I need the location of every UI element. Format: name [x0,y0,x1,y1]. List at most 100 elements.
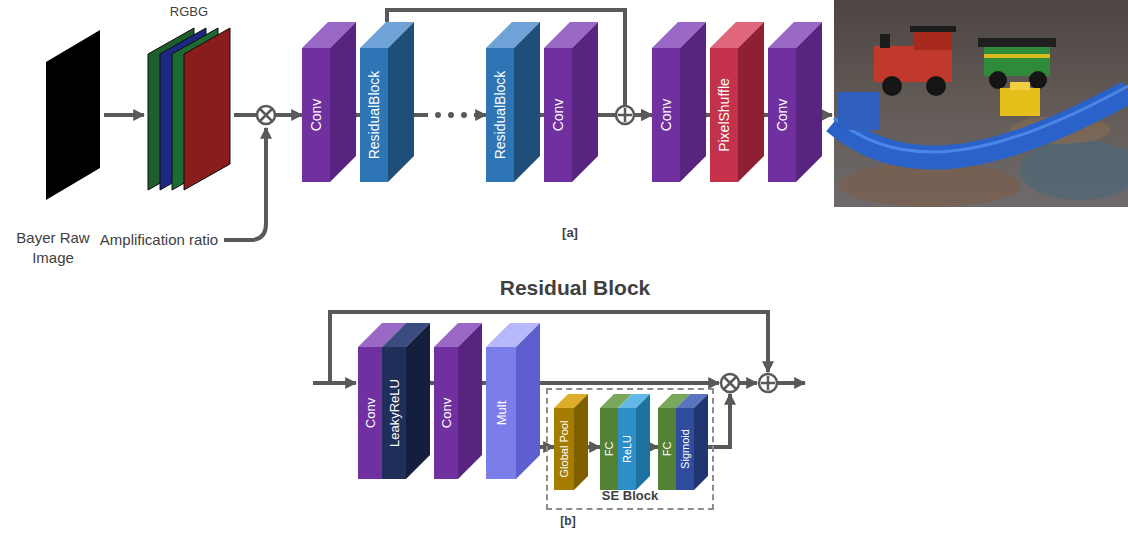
add-cross [618,108,632,122]
block-face: ReLU [618,408,636,490]
block-face: Global Pool [554,408,574,490]
ellipsis-dot [435,112,441,118]
rgbg-planes: RGBG [144,4,234,200]
multiply-circle [721,374,739,392]
wheel [926,76,946,96]
channel-plane [184,28,230,190]
multiply-cross [260,109,272,121]
track-piece [838,92,880,130]
add-circle [616,106,634,124]
output-image [834,0,1128,207]
layer-block: Mult [486,323,540,479]
wheel [1029,71,1047,89]
layer-block: Conv [652,22,706,182]
layer-block: FC ReLU [600,394,650,490]
block-label: Conv [551,99,565,132]
node-label: Bayer Raw Image [2,228,104,267]
diagram-label: Residual Block [430,274,720,301]
layer-block: PixelShuffle [710,22,764,182]
raw-image-shape [2,28,104,204]
add-symbol [616,106,634,124]
block-knob [1010,82,1030,90]
block-label: ReLU [622,435,633,463]
connector-arrow [104,113,144,117]
block-side [636,394,650,490]
block-side [516,323,540,479]
diagram-label: [b] [550,514,586,530]
block-label: FC [604,442,615,457]
block-label: Conv [775,99,789,132]
block-label: Conv [309,99,323,132]
wheel [882,76,902,96]
track-rail [834,86,1128,152]
layer-block: Global Pool [554,394,588,490]
diagram-label: [a] [552,225,588,242]
input-wire [313,381,356,385]
block-face: LeakyReLU [382,347,406,479]
toy-track [834,92,1128,158]
block-face: FC [658,408,676,490]
block-side [406,323,430,479]
block-face: Conv [544,48,572,182]
block-label: Conv [364,398,377,428]
block-label: Conv [659,99,673,132]
block-label: FC [662,442,673,457]
layer-block: ResidualBlock [360,22,414,182]
output-arrow [822,113,832,117]
rgbg-shape [144,4,234,200]
product-wire [739,381,757,385]
multiply-symbol [257,106,275,124]
block-side [796,22,822,182]
block-label: Conv [440,398,453,428]
multiply-cross [724,377,736,389]
block-face: Sigmoid [676,408,694,490]
ellipsis-ground [428,106,474,124]
multiply-circle [257,106,275,124]
layer-block: Conv [768,22,822,182]
layer-block: Conv [302,22,356,182]
layer-block: Conv [434,323,482,479]
wheel [989,71,1007,89]
block-face: ResidualBlock [486,48,514,182]
add-cross [761,376,775,390]
block-label: Sigmoid [680,429,691,469]
layer-block: ResidualBlock [486,22,540,182]
engine-roof [910,26,956,32]
ellipsis-dot [448,112,454,118]
block-side [574,394,588,490]
diagram-label: Amplification ratio [98,230,220,250]
block-side [680,22,706,182]
output-wire [777,381,805,385]
connector-arrow [588,445,600,449]
engine-chimney [880,34,890,48]
map-patch [1020,140,1128,200]
car-stripe [984,54,1050,58]
block-label: ResidualBlock [493,71,507,160]
scale-wire [706,394,730,447]
block-face: Conv [768,48,796,182]
connector-arrow [650,445,658,449]
raw-image-plane [46,30,100,200]
block-side [572,22,598,182]
block-face: Conv [652,48,680,182]
layer-block: Conv [544,22,598,182]
block-label: ResidualBlock [367,71,381,160]
se-block-group: SE BlockGlobal Pool FC ReLU FC Sigmoid [546,388,714,510]
node-label: SE Block [548,488,712,505]
raw-image: Bayer Raw Image [2,28,104,273]
block-label: Mult [495,401,508,426]
node-label: RGBG [144,4,234,21]
layer-block: Conv LeakyReLU [358,323,430,479]
block-face: FC [600,408,618,490]
block-face: Conv [302,48,330,182]
block-side [738,22,764,182]
layer-block: FC Sigmoid [658,394,708,490]
block-face: Mult [486,347,516,479]
map-patch [840,163,1020,207]
block-side [330,22,356,182]
add-symbol [759,374,777,392]
block-label: LeakyReLU [388,379,401,447]
block-side [514,22,540,182]
red-engine [874,46,952,82]
